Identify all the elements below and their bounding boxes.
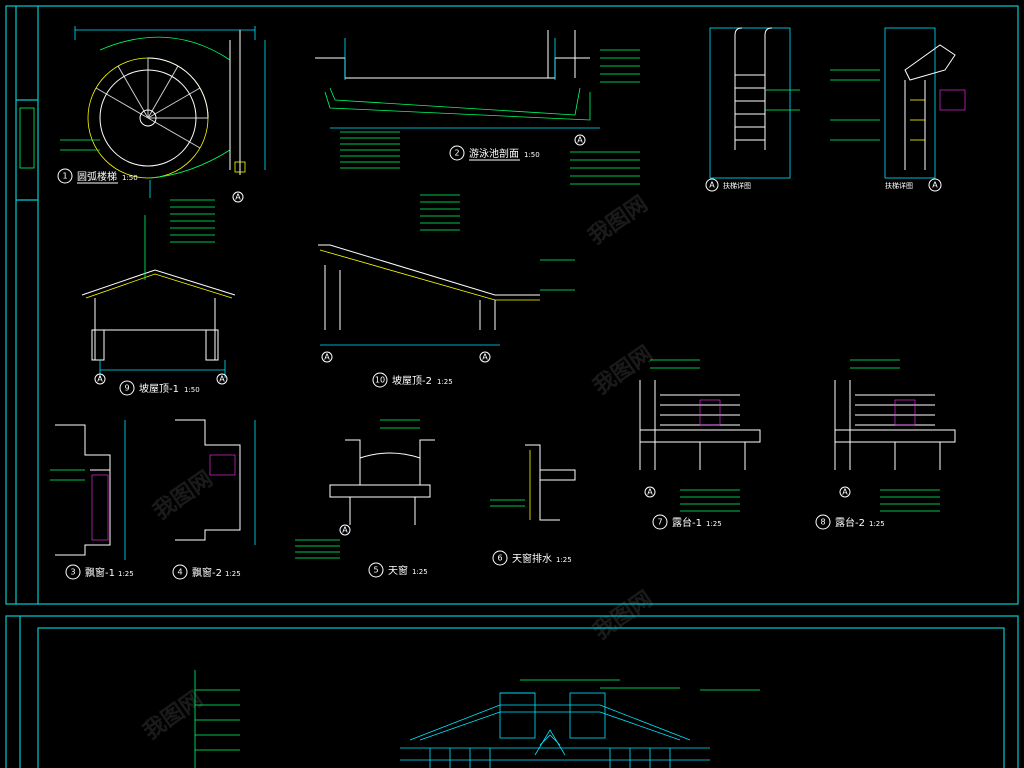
svg-text:扶梯详图: 扶梯详图: [885, 181, 913, 190]
detail-title-10: 10 坡屋顶-2 1:25: [372, 372, 453, 388]
spiral-stair-plan: [60, 26, 266, 198]
section-mark-ladder: A 扶梯详图: [705, 178, 751, 192]
watermark-text: 我图网: [149, 467, 217, 525]
svg-text:A: A: [932, 181, 938, 190]
watermark-layer: 我图网 我图网 我图网 我图网 我图网: [139, 192, 657, 745]
detail-title-6: 6 天窗排水 1:25: [492, 550, 572, 566]
detail-title-3: 3 飘窗-1 1:25: [65, 564, 134, 580]
detail-number: 5: [373, 566, 378, 575]
detail-title-8: 8 露台-2 1:25: [815, 514, 885, 530]
svg-text:A: A: [324, 353, 330, 362]
detail-number: 10: [375, 376, 385, 385]
detail-title: 飘窗-1: [85, 566, 115, 579]
svg-text:A: A: [482, 353, 488, 362]
svg-text:A: A: [647, 488, 653, 497]
handrail-detail: [830, 27, 966, 179]
detail-title: 天窗排水: [512, 552, 552, 565]
pool-section: [315, 30, 640, 185]
detail-scale: 1:25: [437, 378, 453, 386]
detail-number: 3: [70, 568, 75, 577]
terrace-2: [834, 359, 956, 512]
svg-text:A: A: [219, 375, 225, 384]
grid-markers: A A A A A A A A A: [94, 134, 851, 536]
detail-titles: 1 圆弧楼梯 1:50 2 游泳池剖面 1:50 3 飘窗-1 1:25 4 飘…: [57, 145, 942, 580]
terrace-1: [639, 359, 761, 512]
detail-scale: 1:25: [869, 520, 885, 528]
detail-title: 坡屋顶-2: [392, 374, 432, 387]
detail-title: 圆弧楼梯: [77, 170, 117, 183]
detail-title-5: 5 天窗 1:25: [368, 562, 428, 578]
detail-number: 8: [820, 518, 825, 527]
detail-scale: 1:50: [122, 174, 138, 182]
detail-scale: 1:25: [118, 570, 134, 578]
watermark-text: 我图网: [139, 687, 207, 745]
outer-border: [5, 615, 1019, 768]
bay-window-1: [50, 420, 126, 560]
section-mark-handrail: A 扶梯详图: [885, 178, 942, 192]
detail-number: 2: [454, 149, 459, 158]
detail-title: 游泳池剖面: [469, 147, 519, 160]
skylight: [295, 419, 435, 559]
pitched-roof-2: [318, 194, 575, 346]
title-block-cell: [19, 107, 35, 169]
detail-title: 露台-2: [835, 516, 865, 529]
elevation-building: [400, 692, 710, 768]
pitched-roof-1: [81, 199, 236, 378]
svg-text:A: A: [97, 375, 103, 384]
svg-text:A: A: [709, 181, 715, 190]
detail-number: 6: [497, 554, 502, 563]
sheet-1-frame: [5, 5, 1019, 605]
svg-text:A: A: [842, 488, 848, 497]
svg-text:A: A: [577, 136, 583, 145]
detail-scale: 1:25: [706, 520, 722, 528]
detail-number: 4: [177, 568, 182, 577]
detail-title: 飘窗-2: [192, 566, 222, 579]
detail-title: 坡屋顶-1: [139, 382, 179, 395]
bay-window-2: [175, 419, 256, 545]
detail-title-7: 7 露台-1 1:25: [652, 514, 722, 530]
detail-title-1: 1 圆弧楼梯 1:50: [57, 168, 138, 184]
svg-text:A: A: [235, 193, 241, 202]
detail-title-2: 2 游泳池剖面 1:50: [449, 145, 540, 161]
detail-scale: 1:25: [225, 570, 241, 578]
skylight-drainage: [490, 444, 576, 521]
ladder-detail: [709, 27, 800, 179]
svg-text:扶梯详图: 扶梯详图: [723, 181, 751, 190]
detail-title-4: 4 飘窗-2 1:25: [172, 564, 241, 580]
detail-title: 露台-1: [672, 516, 702, 529]
detail-scale: 1:25: [556, 556, 572, 564]
outer-border: [5, 5, 1019, 605]
detail-title: 天窗: [388, 564, 408, 577]
detail-scale: 1:50: [184, 386, 200, 394]
watermark-text: 我图网: [589, 342, 657, 400]
watermark-text: 我图网: [584, 192, 652, 250]
detail-number: 7: [657, 518, 662, 527]
detail-number: 9: [124, 384, 129, 393]
detail-number: 1: [62, 172, 67, 181]
detail-scale: 1:25: [412, 568, 428, 576]
detail-scale: 1:50: [524, 151, 540, 159]
svg-text:A: A: [342, 526, 348, 535]
detail-title-9: 9 坡屋顶-1 1:50: [119, 380, 200, 396]
sheet-2-elevation: [5, 615, 1019, 768]
